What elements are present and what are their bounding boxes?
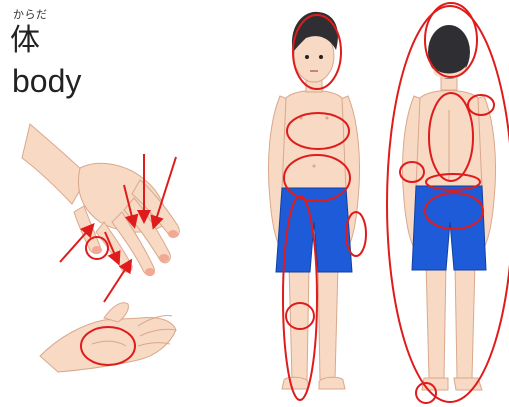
hand-back-illustration — [22, 124, 179, 276]
palm-illustration — [40, 303, 176, 372]
